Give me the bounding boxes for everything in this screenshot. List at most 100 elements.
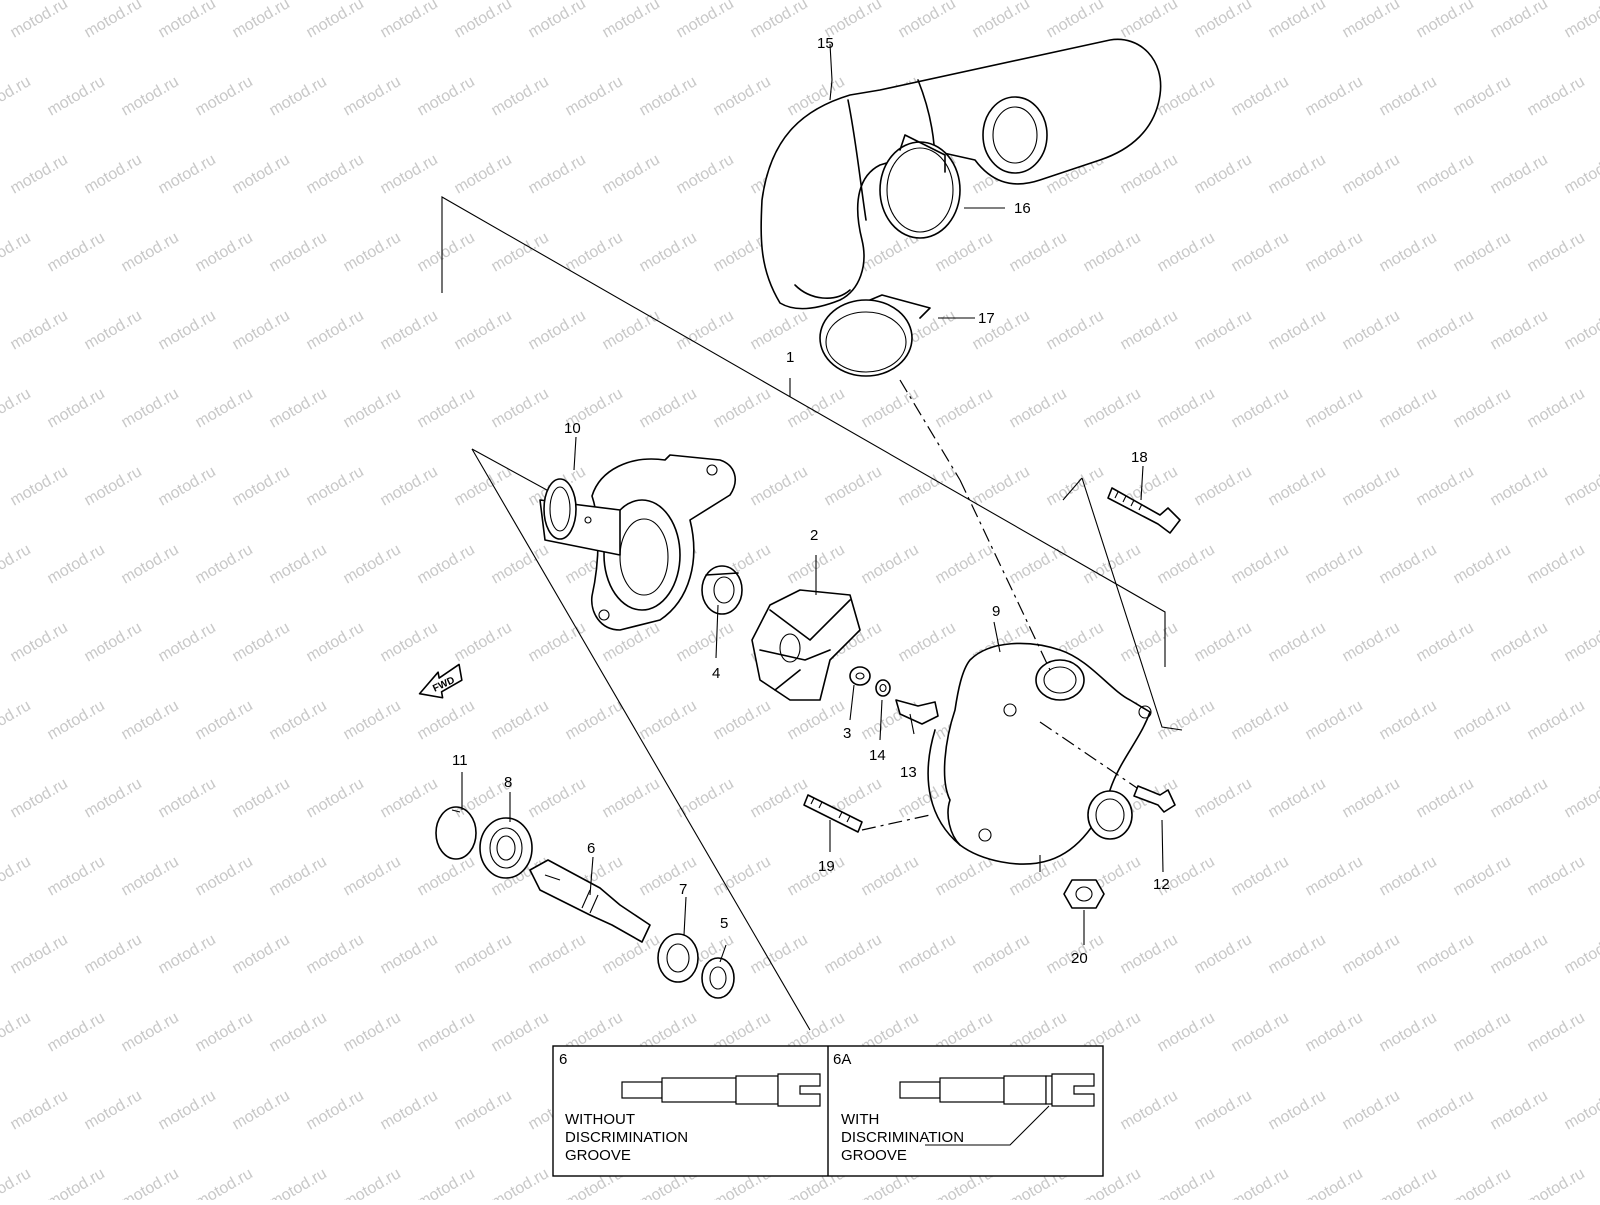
watermark-text: motod.ru — [45, 385, 108, 431]
watermark-text: motod.ru — [1525, 541, 1588, 587]
watermark-text: motod.ru — [45, 73, 108, 119]
inset-right-line1: WITH — [841, 1111, 879, 1128]
watermark-text: motod.ru — [1192, 0, 1255, 41]
watermark-text: motod.ru — [45, 541, 108, 587]
watermark-text: motod.ru — [378, 931, 441, 977]
watermark-text: motod.ru — [1414, 463, 1477, 509]
watermark-text: motod.ru — [304, 931, 367, 977]
watermark-text: motod.ru — [119, 73, 182, 119]
callout-20: 20 — [1071, 950, 1088, 967]
watermark-text: motod.ru — [415, 1165, 478, 1200]
watermark-text: motod.ru — [1192, 1087, 1255, 1133]
watermark-text: motod.ru — [341, 697, 404, 743]
watermark-text: motod.ru — [711, 385, 774, 431]
watermark-text: motod.ru — [1451, 541, 1514, 587]
watermark-text: motod.ru — [156, 931, 219, 977]
watermark-text: motod.ru — [8, 0, 71, 41]
watermark-text: motod.ru — [1266, 463, 1329, 509]
watermark-text: motod.ru — [8, 775, 71, 821]
watermark-text: motod.ru — [82, 931, 145, 977]
watermark-text: motod.ru — [193, 385, 256, 431]
watermark-text: motod.ru — [378, 619, 441, 665]
watermark-text: motod.ru — [378, 0, 441, 41]
watermark-text: motod.ru — [859, 853, 922, 899]
watermark-text: motod.ru — [1081, 385, 1144, 431]
watermark-text: motod.ru — [563, 229, 626, 275]
watermark-text: motod.ru — [637, 73, 700, 119]
nut-20 — [1064, 880, 1104, 908]
watermark-text: motod.ru — [896, 619, 959, 665]
watermark-text: motod.ru — [1303, 1165, 1366, 1200]
watermark-text: motod.ru — [1303, 853, 1366, 899]
watermark-text: motod.ru — [156, 463, 219, 509]
watermark-text: motod.ru — [452, 931, 515, 977]
watermark-text: motod.ru — [1488, 307, 1551, 353]
washer-3 — [850, 667, 870, 685]
watermark-text: motod.ru — [1118, 619, 1181, 665]
watermark-text: motod.ru — [1525, 229, 1588, 275]
watermark-text: motod.ru — [8, 307, 71, 353]
watermark-text: motod.ru — [1525, 1165, 1588, 1200]
watermark-text: motod.ru — [1377, 1165, 1440, 1200]
watermark-text: motod.ru — [1525, 697, 1588, 743]
watermark-text: motod.ru — [156, 775, 219, 821]
watermark-text: motod.ru — [489, 385, 552, 431]
watermark-text: motod.ru — [711, 697, 774, 743]
watermark-text: motod.ru — [0, 1165, 34, 1200]
watermark-text: motod.ru — [1229, 541, 1292, 587]
watermark-text: motod.ru — [119, 229, 182, 275]
watermark-text: motod.ru — [600, 775, 663, 821]
watermark-text: motod.ru — [1192, 151, 1255, 197]
watermark-text: motod.ru — [1266, 0, 1329, 41]
watermark-text: motod.ru — [933, 853, 996, 899]
watermark-text: motod.ru — [1340, 463, 1403, 509]
watermark-text: motod.ru — [378, 307, 441, 353]
watermark-text: motod.ru — [970, 463, 1033, 509]
watermark-text: motod.ru — [156, 151, 219, 197]
watermark-text: motod.ru — [1451, 385, 1514, 431]
watermark-text: motod.ru — [674, 619, 737, 665]
watermark-text: motod.ru — [1488, 151, 1551, 197]
watermark-text: motod.ru — [1414, 931, 1477, 977]
watermark-text: motod.ru — [341, 385, 404, 431]
watermark-text: motod.ru — [1044, 307, 1107, 353]
watermark-text: motod.ru — [1451, 697, 1514, 743]
watermark-text: motod.ru — [0, 541, 34, 587]
watermark-text: motod.ru — [193, 853, 256, 899]
watermark-text: motod.ru — [1118, 0, 1181, 41]
callout-12: 12 — [1153, 876, 1170, 893]
watermark-text: motod.ru — [82, 0, 145, 41]
inset-box: 6 WITHOUT DISCRIMINATION GROOVE 6A WITH … — [553, 1046, 1103, 1176]
watermark-text: motod.ru — [1451, 73, 1514, 119]
watermark-text: motod.ru — [304, 463, 367, 509]
watermark-text: motod.ru — [45, 1165, 108, 1200]
callout-2: 2 — [810, 527, 818, 544]
callout-19: 19 — [818, 858, 835, 875]
watermark-text: motod.ru — [0, 73, 34, 119]
watermark-text: motod.ru — [415, 73, 478, 119]
callout-9: 9 — [992, 603, 1000, 620]
watermark-text: motod.ru — [1081, 229, 1144, 275]
watermark-text: motod.ru — [156, 0, 219, 41]
watermark-text: motod.ru — [378, 151, 441, 197]
watermark-text: motod.ru — [526, 307, 589, 353]
watermark-text: motod.ru — [1488, 0, 1551, 41]
watermark-text: motod.ru — [711, 73, 774, 119]
watermark-text: motod.ru — [1155, 73, 1218, 119]
watermark-text: motod.ru — [637, 229, 700, 275]
callout-13: 13 — [900, 764, 917, 781]
watermark-text: motod.ru — [1562, 151, 1600, 197]
inset-right-line3: GROOVE — [841, 1147, 907, 1164]
watermark-text: motod.ru — [1562, 775, 1600, 821]
washer-14 — [876, 680, 890, 696]
watermark-text: motod.ru — [1377, 229, 1440, 275]
callout-17: 17 — [978, 310, 995, 327]
watermark-text: motod.ru — [748, 463, 811, 509]
watermark-text: motod.ru — [1266, 775, 1329, 821]
watermark-text: motod.ru — [1192, 307, 1255, 353]
watermark-text: motod.ru — [8, 151, 71, 197]
watermark-text: motod.ru — [193, 73, 256, 119]
oil-seal-5 — [702, 958, 734, 998]
watermark-text: motod.ru — [1192, 931, 1255, 977]
watermark-text: motod.ru — [600, 307, 663, 353]
